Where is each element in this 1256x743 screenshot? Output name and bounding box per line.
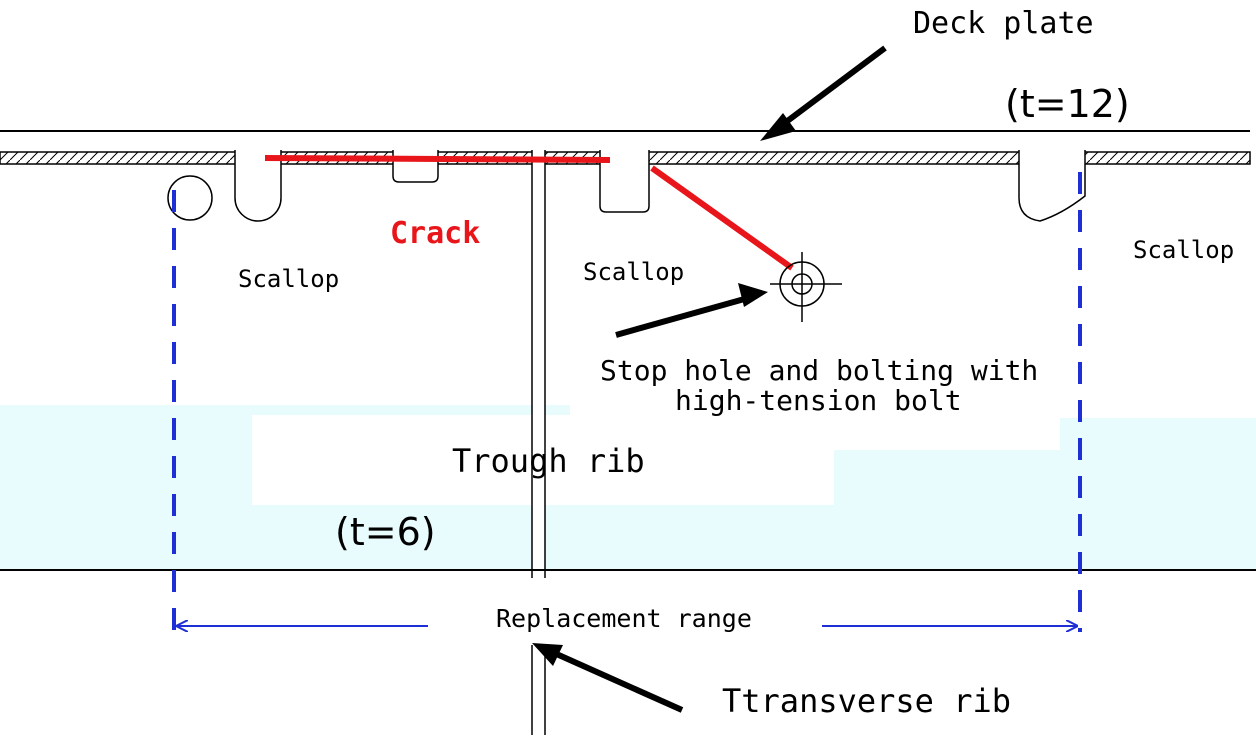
stop-hole-leader-arrow [615,283,768,338]
scallop-label-left: Scallop [238,265,339,293]
deck-plate-leader-arrow [760,45,887,141]
stop-hole-symbol [770,252,842,322]
trough-rib-region [0,405,1256,570]
scallop-left-cutout [234,150,282,222]
crack-label: Crack [390,216,480,251]
cracks [264,155,794,271]
scallop-label-center: Scallop [583,258,684,286]
crack-horizontal [264,155,611,163]
scallop-label-right: Scallop [1133,236,1234,264]
stop-hole-label-line2: high-tension bolt [675,384,962,417]
leader-arrows [532,45,887,713]
scallop-mid-cutout [392,150,439,183]
deck-thickness-label: (t=12) [1005,82,1130,126]
transverse-rib [531,150,546,735]
deck-plate-label: Deck plate [913,6,1094,41]
transverse-rib-leader-arrow [532,643,684,713]
scallop-round-hole [167,175,213,221]
replacement-range-label: Replacement range [496,604,752,633]
stop-hole-label-line1: Stop hole and bolting with [600,354,1038,387]
trough-rib-label: Trough rib [452,442,645,480]
crack-diagonal [650,165,794,271]
transverse-rib-label: Ttransverse rib [722,682,1011,720]
replacement-boundaries [172,172,1082,632]
trough-thickness-label: (t=6) [335,510,436,554]
scallop-center-cutout [599,150,650,213]
scallop-right-cutout [1018,150,1086,222]
scallops [167,150,1086,222]
